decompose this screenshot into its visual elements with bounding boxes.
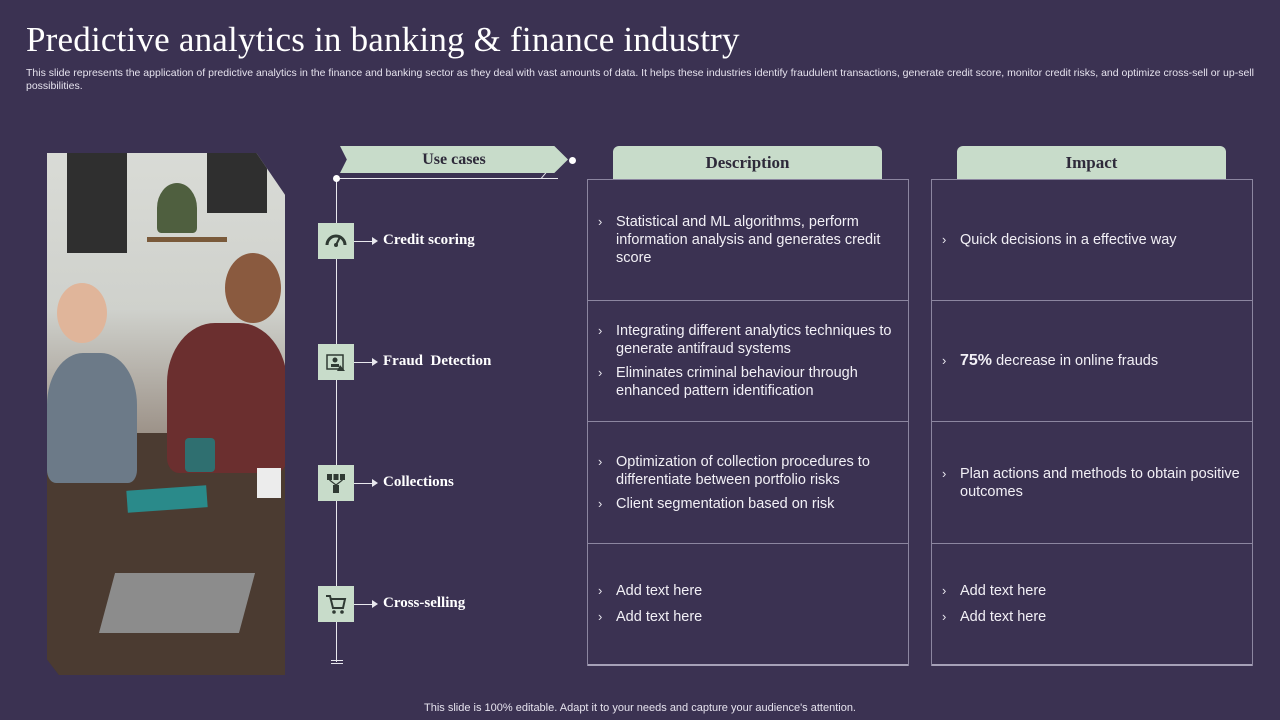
slide-title: Predictive analytics in banking & financ…: [26, 20, 740, 59]
list-item: ›Quick decisions in a effective way: [942, 232, 1177, 248]
list-item: ›Add text here: [942, 609, 1047, 625]
impact-percentage: 75%: [960, 352, 993, 369]
use-cases-header: Use cases: [422, 151, 486, 168]
chevron-right-icon: ›: [598, 214, 603, 229]
list-item: ›Eliminates criminal behaviour through e…: [598, 365, 858, 399]
slide-subtitle: This slide represents the application of…: [26, 67, 1254, 92]
timeline-base: [331, 660, 343, 661]
fraud-id-icon: [318, 344, 354, 380]
list-item: ›Integrating different analytics techniq…: [598, 323, 892, 357]
chevron-right-icon: ›: [942, 583, 947, 598]
list-item: ›Add text here: [598, 609, 703, 625]
description-cell: ›Add text here ›Add text here: [588, 544, 908, 666]
shopping-cart-icon: [318, 586, 354, 622]
list-item: ›Add text here: [942, 583, 1047, 599]
chevron-right-icon: ›: [942, 232, 947, 247]
description-cell: ›Statistical and ML algorithms, perform …: [588, 180, 908, 301]
timeline-end-dot: [569, 157, 576, 164]
list-item: ›Client segmentation based on risk: [598, 495, 835, 512]
timeline-start-dot: [333, 175, 340, 182]
chevron-right-icon: ›: [598, 609, 603, 624]
timeline-connector: [336, 178, 558, 179]
impact-cell: ›75% decrease in online frauds: [932, 301, 1252, 422]
chevron-right-icon: ›: [942, 353, 947, 368]
chevron-right-icon: ›: [598, 495, 603, 511]
use-case-credit-scoring: Credit scoring: [318, 223, 568, 260]
list-item: ›Statistical and ML algorithms, perform …: [598, 214, 881, 266]
arrow-icon: [354, 237, 378, 245]
chevron-right-icon: ›: [942, 465, 947, 481]
list-item: ›Optimization of collection procedures t…: [598, 453, 870, 488]
use-case-label: Collections: [383, 474, 454, 490]
data-collection-icon: [318, 465, 354, 501]
use-case-label: Credit scoring: [383, 232, 475, 248]
list-item: ›Add text here: [598, 583, 703, 599]
impact-column: ›Quick decisions in a effective way › 75%…: [931, 179, 1253, 666]
slide-footer: This slide is 100% editable. Adapt it to…: [424, 702, 856, 714]
description-header: Description: [613, 146, 882, 180]
description-cell: ›Optimization of collection procedures t…: [588, 422, 908, 544]
chevron-right-icon: ›: [598, 365, 603, 380]
chevron-right-icon: ›: [598, 323, 603, 338]
chevron-right-icon: ›: [598, 583, 603, 598]
list-item: ›75% decrease in online frauds: [942, 352, 1159, 369]
description-column: ›Statistical and ML algorithms, perform …: [587, 179, 909, 666]
meeting-photo: [47, 153, 285, 675]
arrow-icon: [354, 479, 378, 487]
impact-cell: ›Quick decisions in a effective way: [932, 180, 1252, 301]
use-case-collections: Collections: [318, 465, 568, 502]
timeline-line: [336, 178, 337, 662]
timeline-base: [331, 663, 343, 664]
impact-cell: ›Add text here ›Add text here: [932, 544, 1252, 666]
use-case-fraud-detection: Fraud Detection: [318, 344, 568, 381]
use-case-label: Cross-selling: [383, 595, 466, 611]
use-cases-banner: [340, 146, 568, 173]
arrow-icon: [354, 358, 378, 366]
gauge-icon: [318, 223, 354, 259]
use-case-cross-selling: Cross-selling: [318, 586, 568, 623]
impact-cell: ›Plan actions and methods to obtain posi…: [932, 422, 1252, 544]
impact-header: Impact: [957, 146, 1226, 180]
use-case-label: Fraud Detection: [383, 353, 492, 369]
description-cell: ›Integrating different analytics techniq…: [588, 301, 908, 422]
arrow-icon: [354, 600, 378, 608]
chevron-right-icon: ›: [942, 609, 947, 624]
chevron-right-icon: ›: [598, 453, 603, 469]
list-item: ›Plan actions and methods to obtain posi…: [942, 465, 1240, 500]
